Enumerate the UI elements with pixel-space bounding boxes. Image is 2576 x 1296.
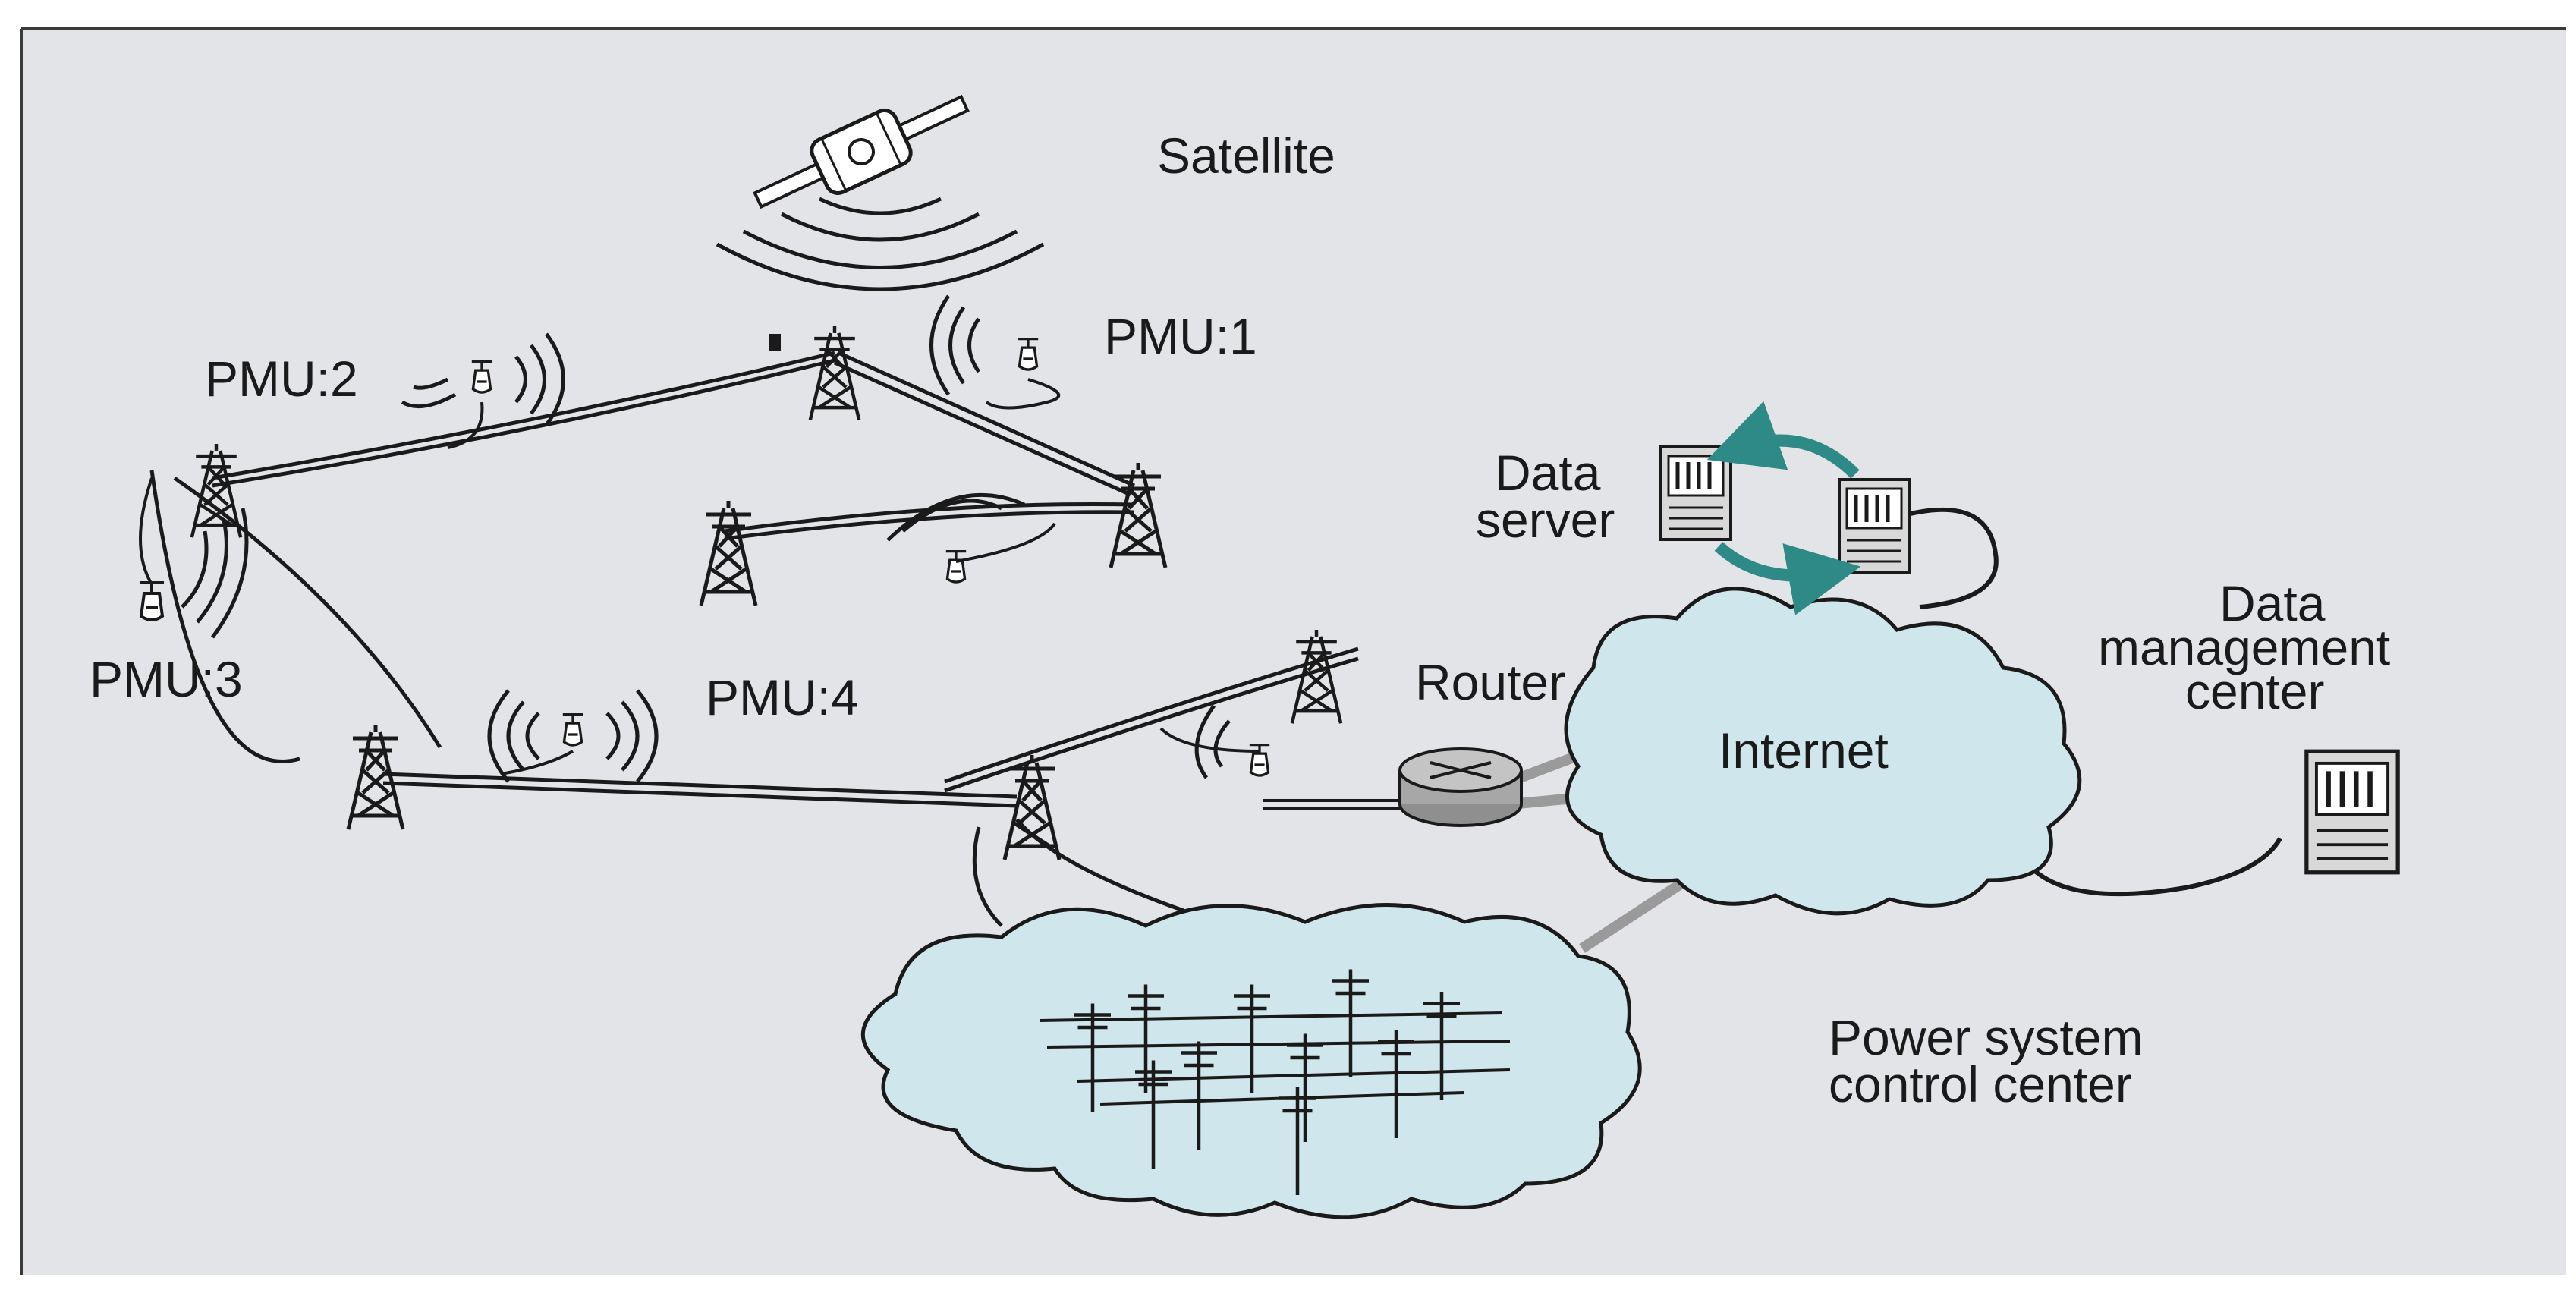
satellite-label: Satellite	[1157, 127, 1335, 184]
insulator-icon	[769, 334, 781, 351]
pmu-sensor-icon	[500, 712, 584, 775]
power-grid-icon	[1039, 970, 1511, 1196]
data-server-label-line1: Data	[1495, 445, 1601, 501]
satellite-icon	[753, 94, 970, 209]
dmc-label-line3: center	[2185, 663, 2324, 719]
network-links	[1263, 799, 1411, 810]
server-link	[1900, 507, 1999, 609]
pmu-sensor-icon	[138, 477, 165, 621]
wireless-signal-icon	[716, 197, 1045, 291]
pmu2-label: PMU:2	[205, 351, 358, 407]
wireless-signal-icon	[181, 294, 1231, 783]
server-icon	[1661, 447, 1731, 539]
pmu-sensor-icon	[985, 337, 1061, 410]
router-label: Router	[1415, 654, 1565, 710]
pmu-sensor-icon	[945, 522, 1056, 584]
pmu4-label: PMU:4	[706, 669, 859, 725]
pmu3-label: PMU:3	[90, 651, 243, 707]
sync-arrows	[1706, 401, 1861, 615]
internet-label: Internet	[1719, 722, 1889, 779]
pscc-label-line1: Power system	[1829, 1009, 2143, 1065]
pscc-label-line2: control center	[1829, 1056, 2132, 1112]
transmission-lines	[149, 351, 1359, 927]
pmu1-label: PMU:1	[1104, 308, 1257, 364]
dmc-link	[2016, 837, 2282, 897]
router-icon	[1398, 747, 1523, 827]
dmc-label-line2: management	[2098, 619, 2390, 675]
data-server-label-line2: server	[1476, 492, 1615, 548]
dmc-label-line1: Data	[2219, 575, 2326, 631]
pmu-sensor-icon	[447, 360, 493, 449]
server-icon	[2307, 751, 2398, 873]
server-icon	[1839, 480, 1909, 572]
